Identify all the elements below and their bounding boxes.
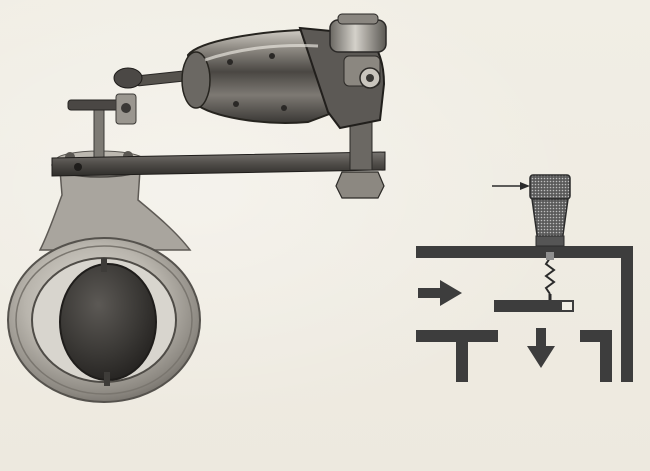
bracket-nut bbox=[335, 171, 385, 199]
valve-body bbox=[7, 146, 201, 403]
valve-stem bbox=[93, 109, 105, 161]
bracket-bar bbox=[51, 109, 386, 199]
shaft-bottom bbox=[104, 372, 110, 386]
flow-in-arrow bbox=[418, 288, 444, 298]
actuator bbox=[113, 13, 387, 130]
schematic-port-right bbox=[580, 330, 612, 382]
schematic-actuator-head bbox=[529, 174, 571, 200]
solenoid-head bbox=[329, 19, 387, 53]
schematic-spring bbox=[544, 257, 556, 295]
flow-out-arrow bbox=[536, 328, 546, 350]
stem-assembly bbox=[67, 93, 137, 161]
schematic-port-left bbox=[416, 330, 498, 382]
butterfly-disc bbox=[59, 263, 157, 381]
shaft-top bbox=[101, 258, 107, 272]
support-bar bbox=[51, 151, 386, 177]
schematic-gate bbox=[494, 300, 574, 312]
valve-schematic bbox=[416, 174, 633, 382]
valve-neck bbox=[38, 169, 192, 251]
rod-end bbox=[113, 67, 143, 89]
